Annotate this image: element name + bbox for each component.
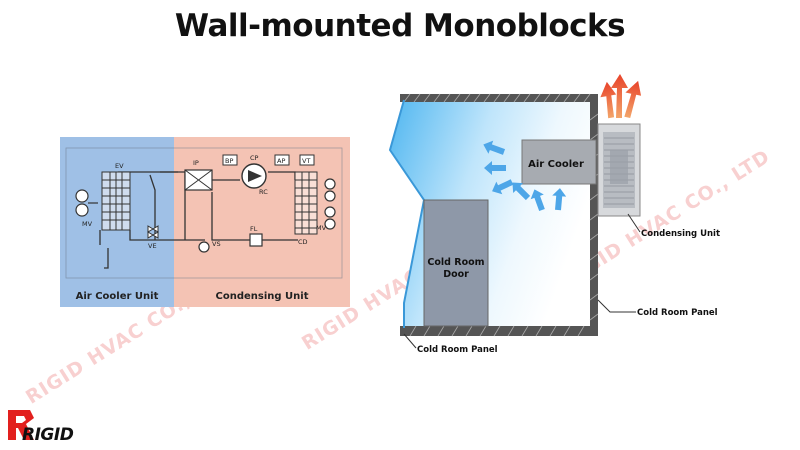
fan-icon xyxy=(75,189,98,217)
cold-air-arrows-icon xyxy=(483,140,567,212)
leader-condensing xyxy=(627,213,641,233)
door-label-line1: Cold Room xyxy=(427,257,484,268)
solenoid-valve xyxy=(198,241,210,253)
panel-right-callout: Cold Room Panel xyxy=(637,308,718,318)
bp-switch xyxy=(222,154,238,166)
leader-panel-right xyxy=(597,299,636,313)
air-cooler-box xyxy=(521,139,597,185)
label-vt: VT xyxy=(302,157,310,165)
vt-switch xyxy=(299,154,315,166)
condensing-unit-box xyxy=(597,123,641,217)
cold-room-illustration: Cold Room Door Air Cooler xyxy=(388,74,720,355)
label-ve: VE xyxy=(148,242,157,250)
label-cp: CP xyxy=(250,154,259,162)
refrigeration-schematic: EV MV VE IP BP CP RC AP VT FL VS CD MV A… xyxy=(60,137,350,307)
expansion-valve xyxy=(147,225,159,239)
page-title: Wall-mounted Monoblocks xyxy=(174,8,626,44)
logo-text: RIGID xyxy=(22,425,74,445)
condensing-unit-label: Condensing Unit xyxy=(216,291,309,302)
air-cooler-unit-label: Air Cooler Unit xyxy=(76,291,159,302)
fan-icon xyxy=(324,178,336,230)
label-mv-right: MV xyxy=(316,224,327,232)
ap-switch xyxy=(274,154,290,166)
rigid-logo: RIGID xyxy=(8,410,74,445)
evaporator-coil xyxy=(101,171,131,231)
condensing-zone xyxy=(174,137,350,307)
air-cooler-label: Air Cooler xyxy=(528,159,584,170)
leader-panel-bottom xyxy=(403,333,417,349)
condensing-unit-callout: Condensing Unit xyxy=(641,229,720,239)
cold-room-door xyxy=(423,199,489,327)
condenser-coil xyxy=(294,171,318,235)
heat-arrows-icon xyxy=(600,74,642,119)
label-mv-left: MV xyxy=(82,220,93,228)
label-ip: IP xyxy=(193,159,199,167)
logo-r-mark xyxy=(8,410,34,440)
label-ap: AP xyxy=(277,157,285,165)
filter-drier xyxy=(249,233,263,247)
door-label-line2: Door xyxy=(443,269,469,280)
panel-bottom-callout: Cold Room Panel xyxy=(417,345,498,355)
label-fl: FL xyxy=(250,225,258,233)
compressor-icon xyxy=(241,163,267,189)
label-cd: CD xyxy=(298,238,308,246)
label-vs: VS xyxy=(212,240,221,248)
label-ev: EV xyxy=(115,162,124,170)
label-bp: BP xyxy=(225,157,233,165)
label-rc: RC xyxy=(259,188,268,196)
